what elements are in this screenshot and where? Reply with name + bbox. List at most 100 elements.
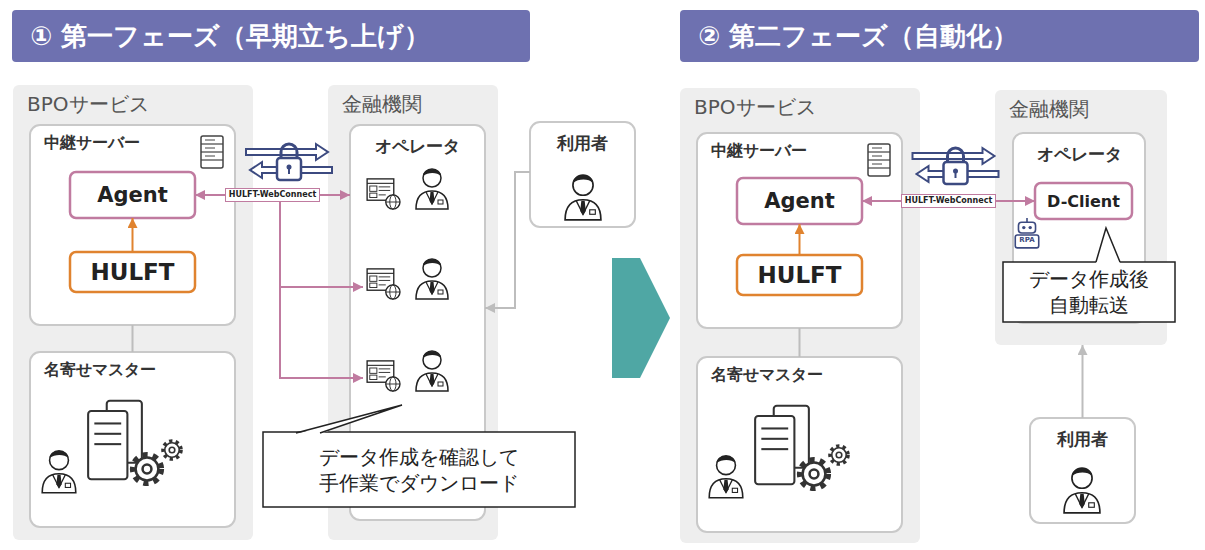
icon-label-text: RPA	[1019, 237, 1034, 244]
node-label: 金融機関	[1009, 96, 1089, 123]
gear-icon	[163, 441, 181, 459]
node-label: オペレータ	[375, 135, 460, 158]
node-label: 名寄せマスター	[711, 365, 823, 386]
gear-icon	[830, 446, 848, 464]
callout-pointer-line	[1096, 228, 1120, 262]
connector	[799, 328, 801, 357]
relay-server-box: 中継サーバー AgentHULFT	[697, 133, 902, 328]
hulft-box-shape	[70, 252, 195, 292]
master-illustration	[42, 401, 181, 493]
node-label: Agent	[97, 183, 168, 207]
person-icon	[416, 259, 448, 299]
relay-server-box-shape	[697, 133, 902, 328]
master-illustration	[709, 406, 848, 498]
gear-icon	[800, 460, 828, 488]
node-label: 中継サーバー	[44, 133, 140, 154]
callout-box-shape	[1003, 262, 1175, 322]
branch-wires	[280, 196, 363, 378]
branch-wire	[280, 286, 363, 288]
operator-icons	[367, 169, 448, 391]
node-label: Agent	[764, 189, 835, 213]
branch-wire	[280, 196, 363, 378]
hulft-box: HULFT	[70, 252, 195, 292]
agent-box: Agent	[70, 172, 195, 218]
gear-icon	[133, 455, 161, 483]
node-label: ② 第二フェーズ（自動化）	[698, 19, 1018, 54]
phase-arrow	[612, 258, 670, 378]
callout-box-shape	[263, 432, 575, 507]
server-icon	[868, 144, 890, 176]
service-panel-shape	[680, 88, 920, 543]
master-box-shape	[30, 352, 235, 527]
connector	[485, 172, 530, 308]
edge-label-text: HULFT-WebConnect	[229, 190, 316, 200]
user-box: 利用者	[1030, 418, 1135, 523]
phase-header: ② 第二フェーズ（自動化）	[680, 10, 1199, 62]
connector	[132, 218, 134, 252]
person-icon	[416, 169, 448, 209]
hulft-box-shape	[737, 255, 862, 295]
hulft-box: HULFT	[737, 255, 862, 295]
connector	[1082, 345, 1084, 418]
node-label: BPOサービス	[27, 91, 149, 118]
robot-icon	[1015, 218, 1038, 248]
person-icon	[416, 351, 448, 391]
edge-label: HULFT-WebConnect	[225, 188, 320, 202]
person-icon	[709, 456, 743, 498]
callout-pointer	[1096, 228, 1120, 263]
secure-transfer-icon	[246, 144, 332, 180]
edge-label-text: HULFT-WebConnect	[905, 196, 992, 206]
person-icon	[1064, 468, 1100, 513]
user-box-shape	[1030, 418, 1135, 523]
browser-icon	[367, 179, 400, 209]
node-label: BPOサービス	[694, 94, 816, 121]
node-label: 金融機関	[342, 91, 422, 118]
service-panel-shape	[13, 85, 253, 540]
phase-header-shape	[680, 10, 1199, 62]
server-icon	[201, 136, 223, 168]
secure-transfer-icon	[913, 148, 999, 184]
callout-pointer	[296, 405, 402, 434]
master-box: 名寄せマスター	[30, 352, 235, 527]
agent-box-shape	[737, 178, 862, 224]
callout-box: データ作成を確認して 手作業でダウンロード	[263, 432, 575, 507]
phase-header: ① 第一フェーズ（早期立ち上げ）	[12, 10, 530, 62]
callout-pointer-fill	[296, 405, 402, 434]
master-box-shape	[697, 357, 902, 532]
callout-text: データ作成を確認して 手作業でダウンロード	[312, 444, 526, 496]
icon-label: RPA	[1019, 237, 1034, 244]
connector	[799, 224, 801, 255]
node-label: HULFT	[91, 259, 175, 285]
node-label: 利用者	[557, 132, 608, 155]
node-label: HULFT	[758, 262, 842, 288]
service-panel: BPOサービス中継サーバー AgentHULFT 名寄せマスター	[13, 85, 253, 540]
node-label: 利用者	[1057, 428, 1108, 451]
service-panel: BPOサービス中継サーバー AgentHULFT 名寄せマスター	[680, 88, 920, 543]
callout-box: データ作成後 自動転送	[1003, 262, 1175, 322]
callout-pointer-line	[296, 405, 402, 433]
agent-box-shape	[70, 172, 195, 218]
browser-icon	[367, 269, 400, 299]
person-icon	[42, 451, 76, 493]
agent-box: Agent	[737, 178, 862, 224]
user-box: 利用者	[530, 122, 635, 227]
phase-header-shape	[12, 10, 530, 62]
browser-icon	[367, 361, 400, 391]
user-box-shape	[530, 122, 635, 227]
person-icon	[565, 175, 601, 220]
edge-label: HULFT-WebConnect	[901, 194, 996, 208]
node-label: 中継サーバー	[711, 141, 807, 162]
client-box: D-Client	[1035, 183, 1132, 219]
node-label: 名寄せマスター	[44, 360, 156, 381]
node-label: D-Client	[1047, 192, 1120, 211]
connector	[132, 325, 134, 352]
client-box-shape	[1035, 183, 1132, 219]
master-box: 名寄せマスター	[697, 357, 902, 532]
callout-text: データ作成後 自動転送	[1026, 266, 1152, 318]
relay-server-box-shape	[30, 125, 235, 325]
relay-server-box: 中継サーバー AgentHULFT	[30, 125, 235, 325]
